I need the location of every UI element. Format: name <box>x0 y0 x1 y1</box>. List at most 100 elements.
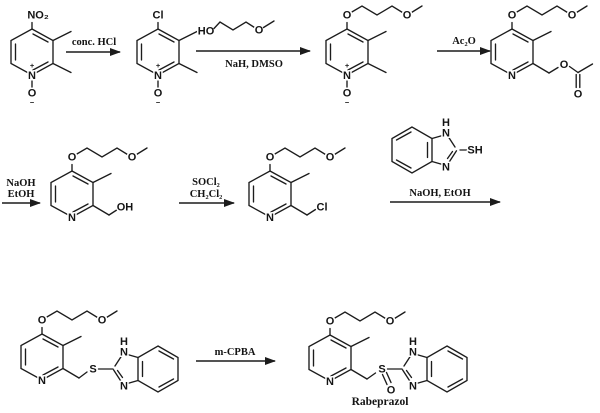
reagent-label-step1: conc. HCl <box>72 37 116 48</box>
reagent-label-step6: NaOH, EtOH <box>409 188 470 199</box>
reagent-structure-methoxypropanol: HO O <box>196 20 275 39</box>
methyl-bond <box>350 336 370 348</box>
reaction-step-3: Ac₂O <box>437 35 491 55</box>
pyridine-ring <box>490 28 534 76</box>
methyl-bond <box>178 62 198 74</box>
minus-charge: − <box>30 98 35 107</box>
nitrogen-label: N <box>508 70 516 82</box>
methyl-bond <box>367 62 387 74</box>
nitrogen-label: N <box>442 162 450 174</box>
reagent-label-step4-line2: EtOH <box>8 189 35 200</box>
methyl-bond <box>52 30 72 42</box>
oxygen-label: O <box>68 152 77 164</box>
methylene-bond <box>532 62 550 74</box>
pyridine-ring <box>20 333 64 381</box>
pyridine-ring <box>308 334 352 382</box>
compound-nitro-dimethylpyridine-n-oxide: NO₂ N + O − <box>10 8 72 108</box>
reaction-step-7: m-CPBA <box>196 346 276 365</box>
reagent-label-step5-line1: SOCl₂ <box>192 177 220 188</box>
methyl-bond <box>577 63 594 74</box>
reagent-label-step3: Ac₂O <box>452 36 476 47</box>
plus-charge: + <box>30 61 35 70</box>
reagent-label-step7: m-CPBA <box>215 347 256 358</box>
oxygen-label: O <box>38 315 47 327</box>
methyl-bond <box>262 20 275 29</box>
thiol-label: SH <box>467 145 482 157</box>
sulfur-label: S <box>89 364 96 376</box>
compound-chloro-dimethylpyridine-n-oxide: Cl N + O − <box>136 8 198 108</box>
pyridine-ring <box>50 170 94 218</box>
reaction-step-6: NaOH, EtOH <box>390 187 501 206</box>
hydrogen-label: H <box>409 336 417 348</box>
oxygen-label: O <box>98 315 107 327</box>
methoxypropoxy-chain <box>273 147 346 158</box>
methylene-bond <box>62 367 80 379</box>
chloro-label: Cl <box>153 10 164 22</box>
compound-pyridinylmethyl-acetate: O O N O O <box>490 5 594 102</box>
oxygen-label: O <box>128 152 137 164</box>
sulfoxide-double-bond <box>385 371 392 384</box>
pyridine-ring <box>248 170 292 218</box>
bond <box>108 208 119 216</box>
methoxypropoxy-chain <box>45 310 118 321</box>
reagent-label-step2: NaH, DMSO <box>225 59 283 70</box>
methoxypropoxy-chain <box>75 147 148 158</box>
hydroxyl-label: OH <box>117 202 134 214</box>
nitrogen-label: N <box>154 70 162 82</box>
reagent-structure-mercaptobenzimidazole: H N N SH <box>391 116 484 175</box>
methyl-bond <box>178 30 198 42</box>
reagent-label-step4-line1: NaOH <box>6 178 35 189</box>
oxide-oxygen-label: O <box>28 88 37 100</box>
nitrogen-label: N <box>409 347 417 359</box>
nitrogen-label: N <box>38 375 46 387</box>
reaction-step-2: NaH, DMSO <box>196 47 311 72</box>
hydrogen-label: H <box>442 117 450 129</box>
oxide-oxygen-label: O <box>154 88 163 100</box>
methyl-bond <box>290 172 310 184</box>
nitrogen-label: N <box>442 128 450 140</box>
methyl-bond <box>92 172 112 184</box>
nitrogen-label: N <box>120 347 128 359</box>
nitrogen-label: N <box>28 70 36 82</box>
oxygen-label: O <box>326 316 335 328</box>
oxygen-label: O <box>326 152 335 164</box>
nitrogen-label: N <box>120 381 128 393</box>
oxygen-label: O <box>266 152 275 164</box>
bond <box>78 371 88 379</box>
oxygen-label: O <box>255 25 264 37</box>
nitrogen-label: N <box>68 212 76 224</box>
minus-charge: − <box>345 98 350 107</box>
carbonyl-oxygen-label: O <box>574 89 583 101</box>
methoxypropoxy-chain <box>350 5 423 16</box>
carbon-chain <box>213 21 256 31</box>
sulfoxide-double-bond <box>381 373 388 386</box>
bond <box>306 208 317 216</box>
product-name-label: Rabeprazol <box>352 396 409 408</box>
methylene-bond <box>92 204 110 216</box>
compound-chloromethyl-pyridine: O O N Cl <box>248 147 346 226</box>
oxygen-label: O <box>508 10 517 22</box>
sulfoxide-oxygen-label: O <box>387 385 396 397</box>
compound-pyridinyl-methanol: O O N OH <box>50 147 148 226</box>
plus-charge: + <box>345 61 350 70</box>
benzimidazole-group: H N N <box>401 335 468 394</box>
reaction-step-1: conc. HCl <box>66 36 121 56</box>
methyl-bond <box>532 30 552 42</box>
compound-methoxypropoxy-dimethylpyridine-n-oxide: O O N + O − <box>325 5 423 108</box>
methoxypropoxy-chain <box>333 311 406 322</box>
bond <box>366 372 377 380</box>
oxygen-label: O <box>386 316 395 328</box>
oxide-oxygen-label: O <box>343 88 352 100</box>
chloro-label: Cl <box>317 202 328 214</box>
minus-charge: − <box>156 98 161 107</box>
methoxypropoxy-chain <box>515 5 588 16</box>
nitrogen-label: N <box>266 212 274 224</box>
nitrogen-label: N <box>409 381 417 393</box>
plus-charge: + <box>156 61 161 70</box>
ester-oxygen-label: O <box>560 59 569 71</box>
reaction-step-5: SOCl₂ CH₂Cl₂ <box>179 176 235 207</box>
methylene-bond <box>350 368 368 380</box>
oxygen-label: O <box>343 10 352 22</box>
